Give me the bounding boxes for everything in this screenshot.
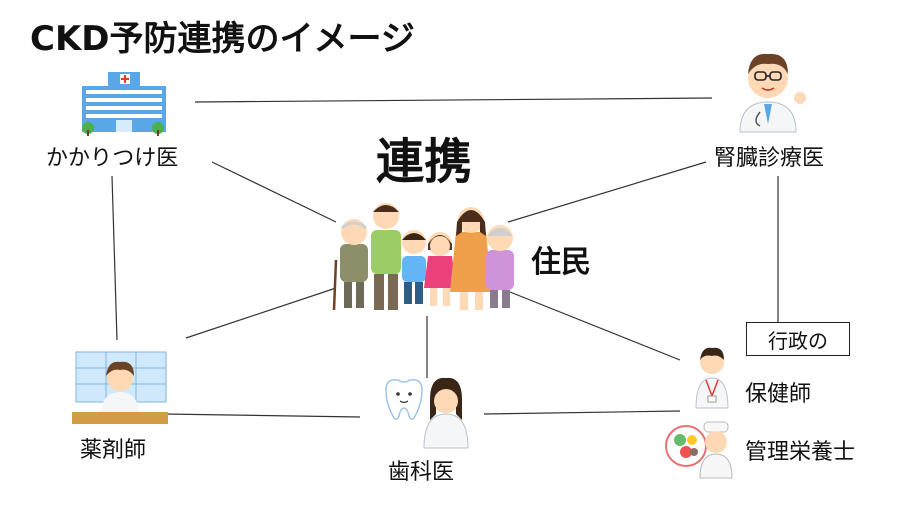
nurse-icon: [695, 347, 729, 409]
node-label-pharmacist: 薬剤師: [80, 438, 147, 463]
link-gp-pharmacist: [111, 175, 118, 341]
link-family-nurse: [509, 291, 681, 361]
node-label-family: 住民: [531, 245, 591, 280]
link-pharmacist-dentist: [163, 413, 361, 418]
doctor-icon: [739, 53, 806, 133]
tooth-icon: [385, 378, 423, 420]
link-gp-family: [211, 161, 337, 223]
pharmacist-icon: [72, 351, 168, 424]
hospital-icon: [82, 72, 166, 136]
link-family-pharmacist: [185, 287, 337, 339]
connection-lines: [111, 97, 779, 418]
page-title: CKD予防連携のイメージ: [30, 19, 415, 59]
government-box: 行政の: [746, 322, 850, 356]
node-label-gp: かかりつけ医: [46, 146, 179, 171]
link-dentist-nurse: [483, 410, 681, 415]
hub-label: 連携: [376, 134, 473, 190]
node-label-dentist: 歯科医: [388, 460, 455, 485]
link-gp-nephrologist: [194, 97, 713, 103]
node-label-public-health-nurse: 保健師: [745, 382, 812, 407]
dentist-icon: [423, 377, 469, 449]
dietitian-icon: [665, 421, 733, 479]
family-icon: [332, 203, 514, 311]
node-label-dietitian: 管理栄養士: [745, 440, 856, 465]
link-nephrologist-family: [507, 161, 707, 223]
node-label-nephrologist: 腎臓診療医: [714, 146, 825, 171]
